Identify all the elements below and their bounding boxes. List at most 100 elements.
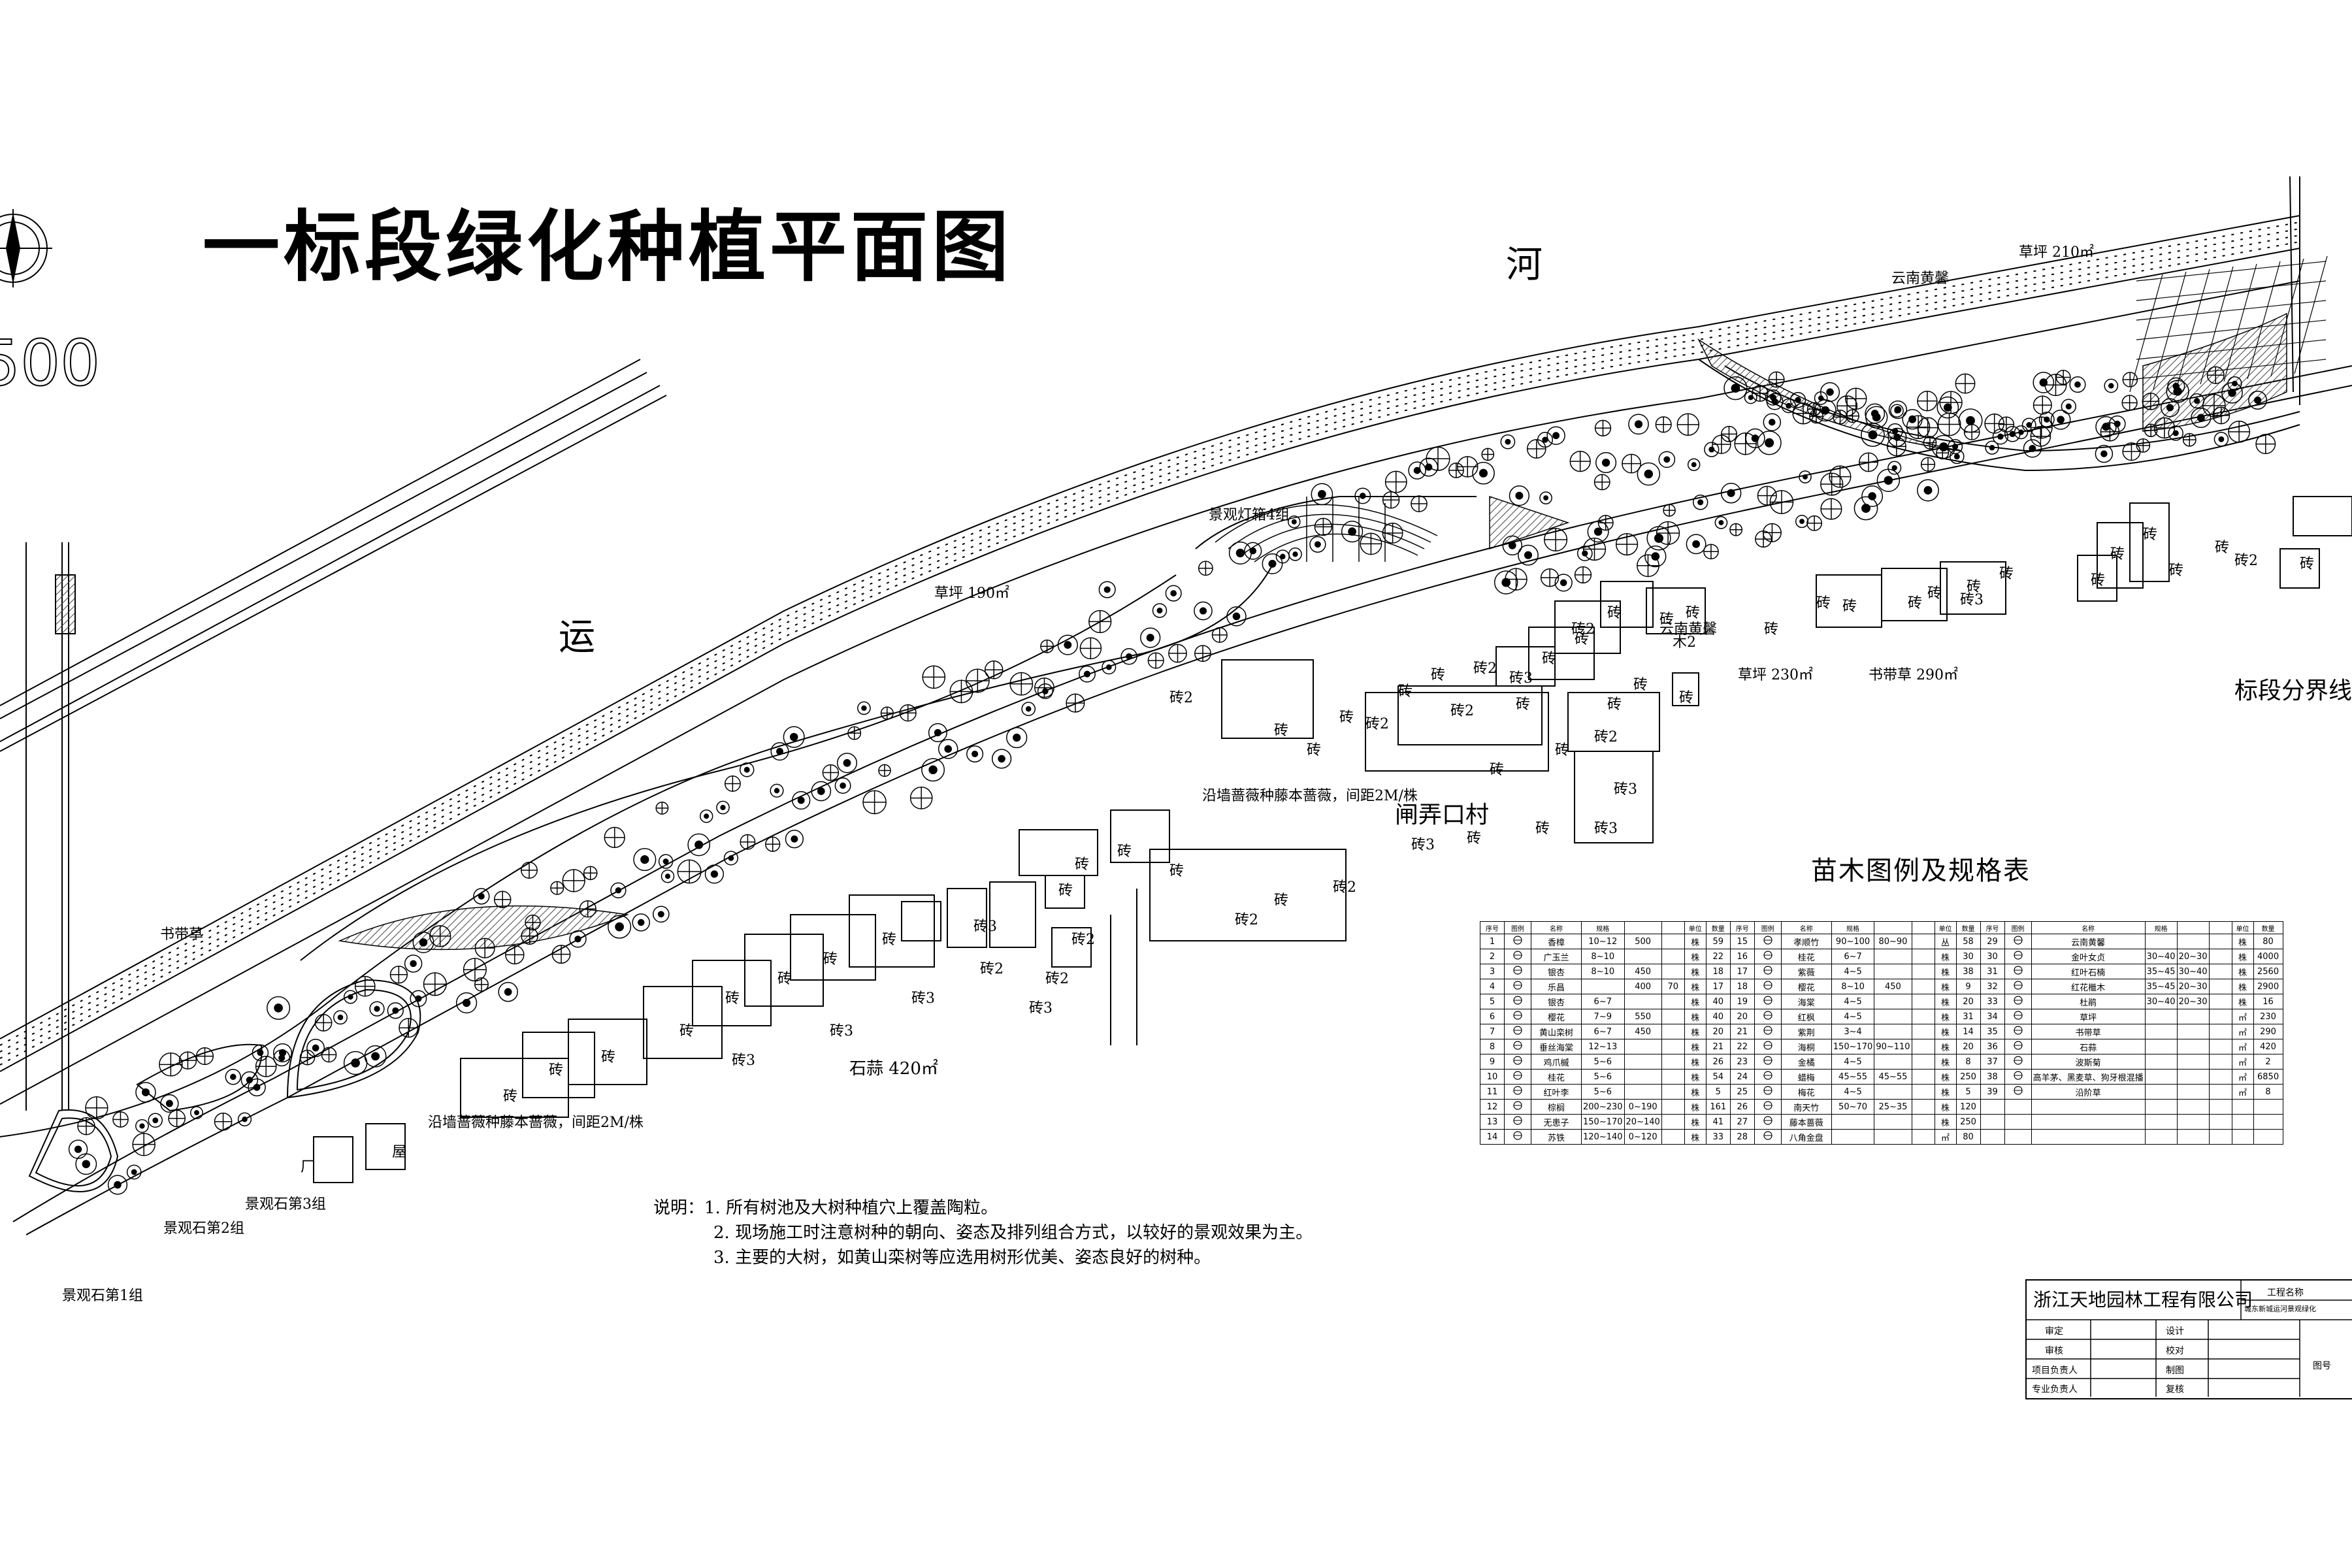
spec-cell: 株 <box>1684 1054 1707 1070</box>
plant-symbol-cross <box>463 958 487 981</box>
tb-col-4: 复核 <box>2166 1384 2184 1395</box>
tb-row-1: 审定 <box>2045 1326 2063 1337</box>
plant-symbol-center <box>410 960 417 968</box>
spec-cell: 9 <box>1480 1054 1505 1070</box>
plant-symbol-cross <box>2031 417 2052 438</box>
plant-symbol-center <box>615 922 624 932</box>
plant-symbol <box>1057 634 1078 655</box>
plant-symbol-center <box>1359 493 1366 499</box>
plant-symbol <box>1037 683 1053 700</box>
plant-symbol <box>1984 414 2005 434</box>
plant-symbol-center <box>2029 444 2036 452</box>
plant-symbol <box>2104 378 2119 393</box>
plant-symbol <box>938 739 958 759</box>
plant-symbol-center <box>337 1014 344 1021</box>
plant-symbol-cross <box>1955 374 1975 393</box>
plant-symbol-center <box>139 1123 145 1129</box>
plant-symbol-center <box>1042 688 1049 694</box>
plant-symbol <box>1744 391 1757 404</box>
plant-symbol-cross <box>862 791 887 814</box>
plant-symbol <box>1198 561 1213 576</box>
plant-symbol <box>1311 483 1333 506</box>
plant-symbol-cross <box>1212 627 1228 643</box>
plant-symbol <box>1789 391 1806 408</box>
plant-symbol-cross <box>1544 528 1567 551</box>
plant-symbol-center <box>1505 438 1511 445</box>
plant-symbol-center <box>1952 444 1959 450</box>
plaza-grid <box>2129 255 2328 393</box>
building-label: 砖3 <box>1029 1000 1053 1017</box>
spec-cell: 黄山栾树 <box>1531 1024 1582 1039</box>
plant-symbol-cross <box>255 1056 276 1077</box>
plant-symbol <box>1500 434 1516 449</box>
plant-symbol <box>770 742 789 761</box>
plant-symbol <box>1098 581 1116 598</box>
building-label: 砖 <box>1307 742 1322 759</box>
building-label: 砖 <box>1927 585 1942 602</box>
building-label: 砖 <box>1274 723 1289 739</box>
plant-symbol-cross <box>848 727 861 740</box>
spec-cell: 株 <box>1934 979 1957 994</box>
spec-cell <box>1911 934 1935 949</box>
spec-cell: 20~30 <box>2176 949 2210 964</box>
spec-cell <box>1874 949 1912 964</box>
spec-cell <box>1911 1129 1935 1145</box>
plant-symbol-cross <box>878 764 891 777</box>
plant-symbol <box>1890 404 1904 418</box>
plant-symbol-cross <box>2031 426 2051 446</box>
building-label: 砖2 <box>1473 661 1497 677</box>
plant-symbol-cross <box>1616 533 1638 555</box>
plant-symbol <box>1985 440 1999 455</box>
spec-cell: 13 <box>1480 1114 1505 1130</box>
plant-symbol <box>2069 376 2086 393</box>
plant-symbol-center <box>776 747 783 755</box>
plant-symbol-center <box>1560 579 1567 587</box>
spec-cell: 32 <box>1980 979 2005 994</box>
plant-symbol-cross <box>1385 471 1407 493</box>
plant-symbol <box>785 830 804 849</box>
spec-cell: 株 <box>2231 979 2254 994</box>
legend-symbol-icon <box>1504 979 1531 994</box>
plant-symbol-cross <box>1482 448 1494 461</box>
spec-cell <box>1661 1099 1685 1115</box>
spec-cell: 70 <box>1661 979 1685 994</box>
plant-symbol <box>1472 461 1495 485</box>
building-label: 砖2 <box>1235 912 1258 928</box>
plant-symbol <box>1752 385 1769 402</box>
plant-symbol <box>1262 553 1283 574</box>
spec-cell: 株 <box>1934 1009 1957 1024</box>
hedge-label-2: 沿墙蔷薇种藤本蔷薇，间距2M/株 <box>428 1115 644 1131</box>
plant-symbol-cross <box>1663 504 1676 517</box>
plant-symbol-center <box>1348 527 1356 536</box>
spec-cell: 150~170 <box>1831 1039 1875 1054</box>
spec-cell: 银杏 <box>1531 994 1582 1009</box>
building-label: 砖 <box>1467 830 1482 847</box>
building-label: 砖 <box>2143 527 2158 543</box>
building-label: 砖2 <box>1571 621 1595 638</box>
tb-row-3: 项目负责人 <box>2032 1365 2078 1376</box>
plant-symbol-center <box>1769 418 1776 426</box>
plant-symbol-center <box>1826 388 1834 396</box>
building-label: 砖3 <box>1411 837 1435 853</box>
company-name: 浙江天地园林工程有限公司 <box>2033 1289 2253 1311</box>
spec-cell <box>2144 1054 2178 1070</box>
legend-symbol-icon <box>2004 949 2032 964</box>
plant-symbol <box>857 701 871 715</box>
building-label: 砖3 <box>911 990 935 1007</box>
plant-symbol-cross <box>1964 424 1980 440</box>
building-label: 砖 <box>1679 690 1694 706</box>
legend-symbol-icon <box>1754 1054 1782 1070</box>
spec-cell <box>1911 949 1935 964</box>
spec-cell: 沿阶草 <box>2031 1084 2146 1100</box>
plant-symbol-center <box>1292 551 1298 557</box>
plant-symbol-center <box>1524 551 1533 559</box>
plant-symbol-cross <box>1763 523 1782 542</box>
spec-cell <box>2208 1009 2232 1024</box>
plaza-grid-line <box>2200 266 2234 385</box>
spec-cell: 株 <box>1684 1084 1707 1100</box>
plant-symbol-cross <box>1703 544 1719 559</box>
plaza-grid-line <box>2153 271 2187 390</box>
